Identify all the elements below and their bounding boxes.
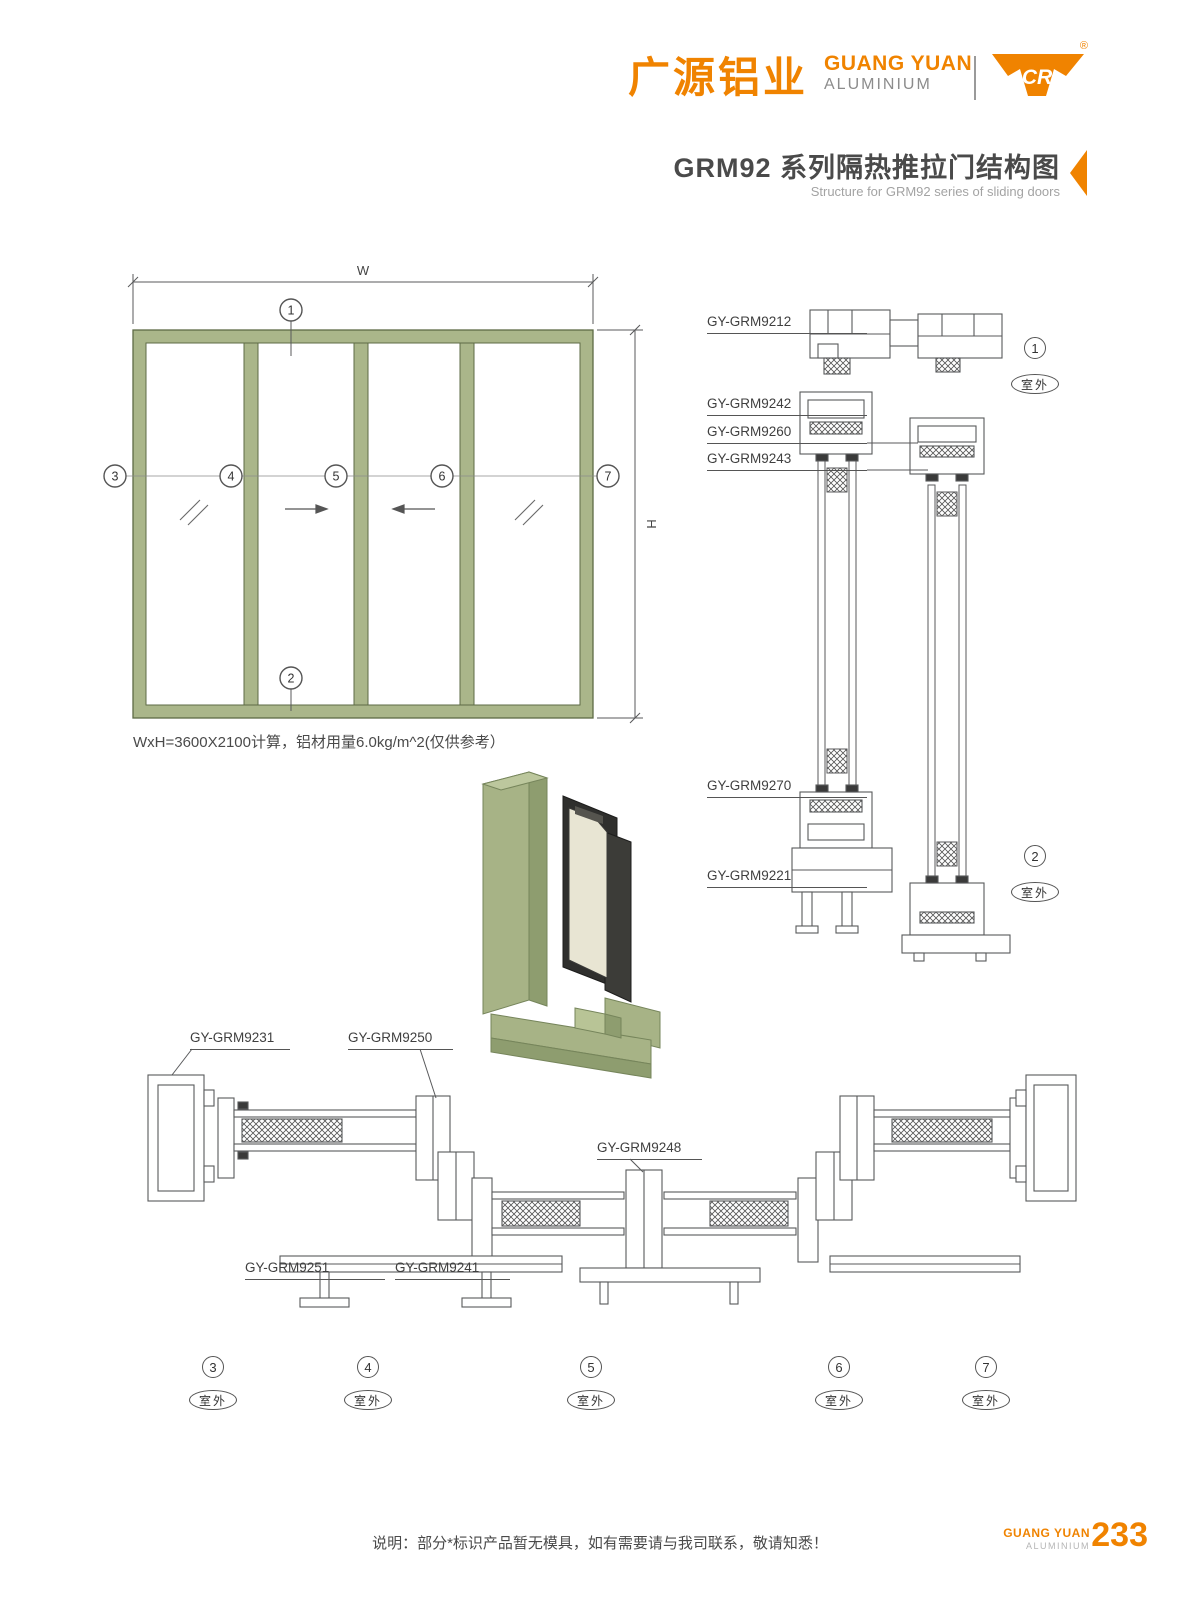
- callout-7: 7: [975, 1356, 997, 1378]
- zone-outdoor-label: 室外: [1011, 374, 1059, 394]
- sash-bottom-profiles: [799, 784, 985, 936]
- render-sill: [490, 997, 661, 1079]
- brand-logo-icon: CR ®: [988, 40, 1088, 104]
- part-label: GY-GRM9221: [707, 868, 867, 888]
- zone-outdoor-label: 室外: [567, 1390, 615, 1410]
- part-label: GY-GRM9212: [707, 314, 867, 334]
- part-label: GY-GRM9270: [707, 778, 867, 798]
- part-label: GY-GRM9248: [597, 1140, 702, 1160]
- step-connector-left: [437, 1151, 475, 1221]
- cr-logo-shape: [992, 54, 1084, 96]
- part-label: GY-GRM9243: [707, 451, 867, 471]
- footer-brand-name: GUANG YUAN: [1003, 1526, 1090, 1540]
- upper-left-sash: [217, 1095, 451, 1181]
- zone-outdoor-label: 室外: [344, 1390, 392, 1410]
- callout-7: 7: [605, 470, 612, 484]
- footer-brand: GUANG YUAN ALUMINIUM: [1003, 1526, 1090, 1551]
- w-dimension: [127, 274, 599, 324]
- footer-brand-sub: ALUMINIUM: [1025, 1540, 1090, 1551]
- callout-1: 1: [1024, 337, 1046, 359]
- brand-name-cn: 广源铝业: [628, 54, 809, 101]
- callout-6: 6: [439, 470, 446, 484]
- page-number: 233: [1091, 1516, 1148, 1554]
- render-glass-unit: [562, 795, 632, 1003]
- zone-outdoor-label: 室外: [815, 1390, 863, 1410]
- label-leader-lines: [867, 442, 928, 471]
- registered-mark: ®: [1079, 40, 1088, 52]
- brand-en-line2: ALUMINIUM: [824, 76, 932, 94]
- part-label: GY-GRM9241: [395, 1260, 510, 1280]
- callout-2: 2: [288, 672, 295, 686]
- right-jamb-profile: [1015, 1074, 1077, 1202]
- callout-4: 4: [357, 1356, 379, 1378]
- logo-divider: [974, 56, 976, 100]
- part-label: GY-GRM9251: [245, 1260, 385, 1280]
- head-profiles: [809, 309, 1003, 375]
- upper-right-sash: [839, 1095, 1027, 1181]
- part-label: GY-GRM9242: [707, 396, 867, 416]
- label-leader-lines: [171, 1048, 644, 1173]
- brand-name-en: GUANG YUAN ALUMINIUM: [824, 52, 972, 95]
- callout-4: 4: [228, 470, 235, 484]
- vertical-section-drawing: [791, 309, 1011, 962]
- zone-outdoor-label: 室外: [189, 1390, 237, 1410]
- title-arrow-icon: [1070, 150, 1087, 196]
- zone-outdoor-label: 室外: [1011, 882, 1059, 902]
- glass-marks: [179, 499, 544, 526]
- door-frame: [132, 329, 594, 719]
- render-jamb: [481, 771, 549, 1015]
- callout-1: 1: [288, 304, 295, 318]
- cr-logo-text: CR: [1022, 66, 1053, 89]
- elevation-callouts: 1 2 3 4 5 6 7: [103, 298, 620, 690]
- dim-h-label: H: [644, 519, 659, 528]
- brand-en-line1: GUANG YUAN: [824, 52, 973, 75]
- callout-3: 3: [112, 470, 119, 484]
- elevation-drawing: W H: [103, 263, 659, 724]
- cr-logo-icon: CR: [992, 54, 1084, 96]
- zone-outdoor-label: 室外: [962, 1390, 1010, 1410]
- sill-track-profiles: [279, 1255, 1021, 1308]
- callout-6: 6: [828, 1356, 850, 1378]
- sill-profiles: [791, 847, 1011, 962]
- callout-5: 5: [580, 1356, 602, 1378]
- slide-direction-arrows: [285, 504, 435, 514]
- glazing-units: [817, 460, 967, 884]
- part-label: GY-GRM9250: [348, 1030, 453, 1050]
- left-jamb-profile: [147, 1074, 215, 1202]
- elevation-note: WxH=3600X2100计算，铝材用量6.0kg/m^2(仅供参考）: [133, 734, 505, 751]
- h-dimension: [597, 324, 643, 724]
- page-title: GRM92 系列隔热推拉门结构图: [673, 153, 1060, 183]
- lower-sliding-sash: [471, 1169, 819, 1269]
- horizontal-section-drawing: [147, 1048, 1077, 1308]
- callout-3: 3: [202, 1356, 224, 1378]
- part-label: GY-GRM9231: [190, 1030, 290, 1050]
- footer-note: 说明：部分*标识产品暂无模具，如有需要请与我司联系，敬请知悉！: [372, 1535, 828, 1552]
- callout-2: 2: [1024, 845, 1046, 867]
- dim-w-label: W: [357, 263, 370, 278]
- part-label: GY-GRM9260: [707, 424, 867, 444]
- profile-3d-render: [481, 771, 661, 1079]
- callout-5: 5: [333, 470, 340, 484]
- page-subtitle: Structure for GRM92 series of sliding do…: [810, 184, 1060, 199]
